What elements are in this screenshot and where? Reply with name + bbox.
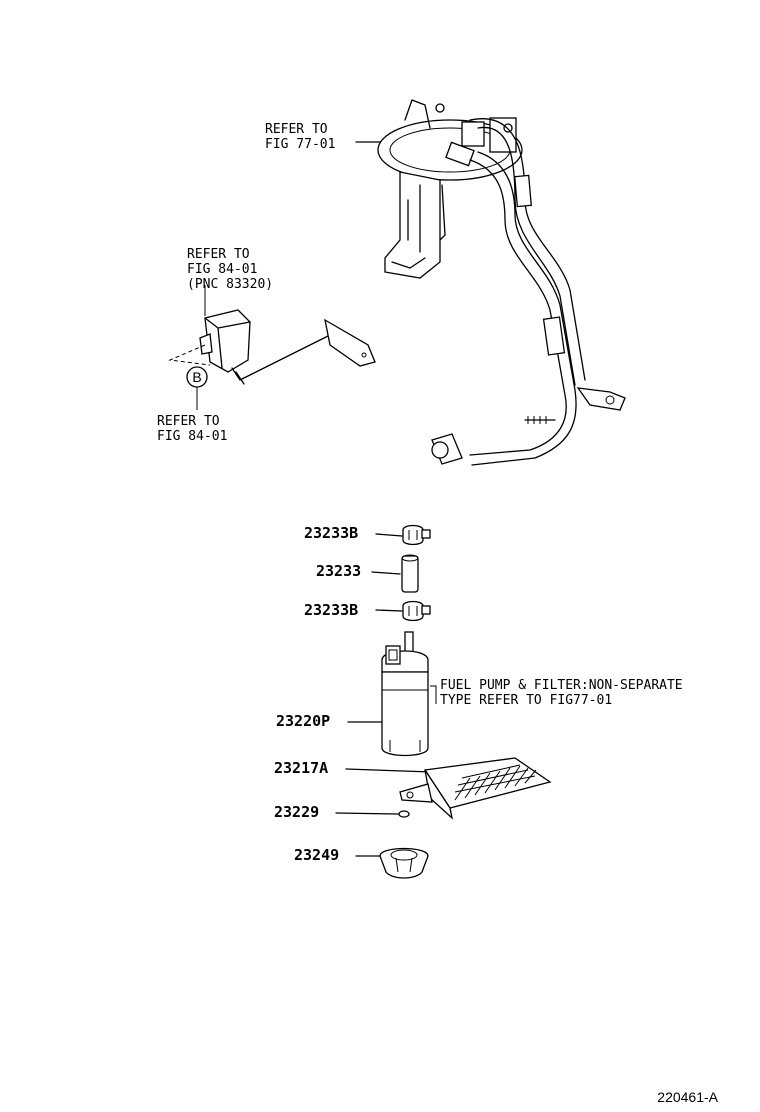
figure-id: 220461-A: [657, 1089, 718, 1105]
part-23217a-filter: 23217A: [274, 757, 552, 820]
part-23249-cushion: 23249: [294, 846, 429, 879]
fuel-sender-gauge: B: [168, 285, 376, 410]
part-23233b-top: 23233B: [304, 524, 431, 546]
part-23233b-bottom: 23233B: [304, 600, 431, 622]
part-number-23249: 23249: [294, 846, 339, 864]
part-number-23229: 23229: [274, 803, 319, 821]
refer-84b-line1: REFER TO: [157, 414, 220, 429]
part-23220p-fuel-pump: 23220P: [276, 631, 429, 757]
part-number-23220p: 23220P: [276, 712, 330, 730]
refer-84a-line1: REFER TO: [187, 247, 250, 262]
pump-bracket-assembly: [355, 99, 626, 466]
part-number-23217a: 23217A: [274, 759, 328, 777]
note-line1: FUEL PUMP & FILTER:NON-SEPARATE: [440, 678, 683, 693]
part-number-23233b-bottom: 23233B: [304, 601, 358, 619]
reference-callouts: REFER TO FIG 77-01 REFER TO FIG 84-01 (P…: [157, 122, 335, 444]
refer-84a-line2: FIG 84-01: [187, 262, 257, 277]
part-23229-washer: 23229: [274, 803, 410, 821]
part-number-23233b-top: 23233B: [304, 524, 358, 542]
refer-84a-line3: (PNC 83320): [187, 277, 273, 292]
refer-84b-line2: FIG 84-01: [157, 429, 227, 444]
part-23233-hose: 23233: [316, 554, 419, 593]
marker-b: B: [192, 369, 201, 385]
pump-note: FUEL PUMP & FILTER:NON-SEPARATE TYPE REF…: [430, 678, 683, 708]
refer-77-line1: REFER TO: [265, 122, 328, 137]
refer-77-line2: FIG 77-01: [265, 137, 335, 152]
note-line2: TYPE REFER TO FIG77-01: [440, 693, 612, 708]
part-number-23233: 23233: [316, 562, 361, 580]
